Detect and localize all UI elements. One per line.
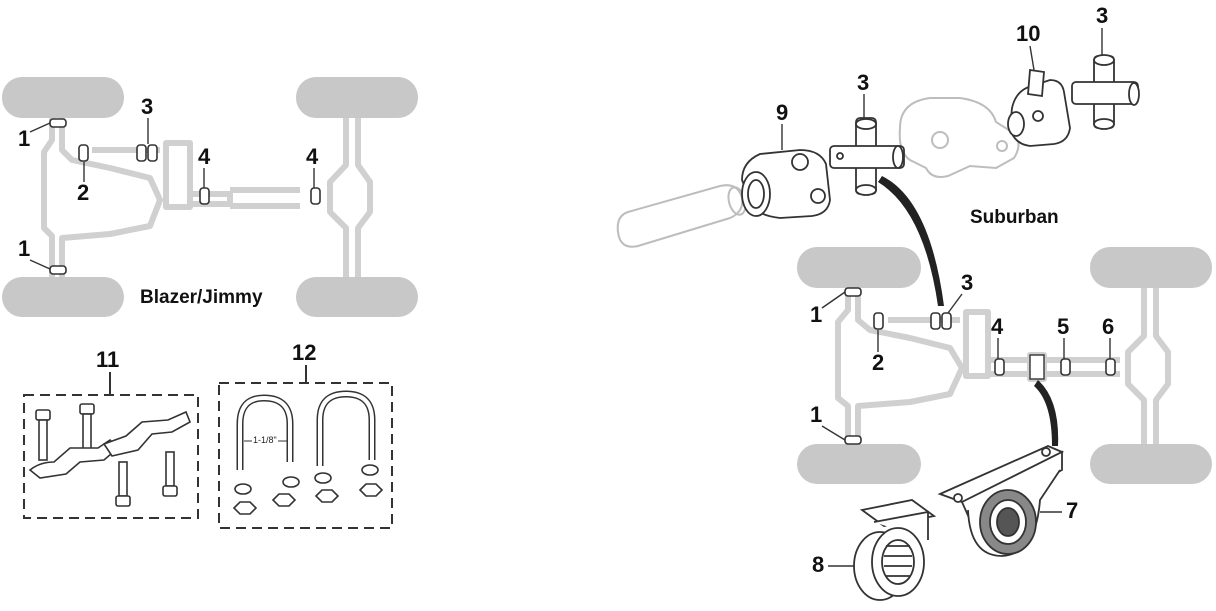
ujoint-marker [930, 312, 941, 330]
ujoint-marker [49, 265, 67, 275]
ujoint-marker [873, 312, 884, 330]
callout-k12: 12 [292, 340, 317, 365]
ubolt-dimension-label: 1-1/8" [252, 435, 278, 445]
callout-s5: 5 [1057, 314, 1070, 339]
callout-b2: 2 [77, 180, 90, 205]
callout-s2: 2 [872, 350, 885, 375]
ghost-yoke [898, 97, 1020, 178]
kit-12-nuts-washers [232, 464, 384, 515]
flange-yoke-part [1007, 68, 1071, 147]
ujoint-marker [78, 144, 89, 162]
callout-b1-top: 1 [18, 126, 31, 151]
blazer-tire-front-top [2, 77, 124, 118]
suburban-tire-rear-top [1090, 247, 1212, 288]
blazer-tire-rear-bottom [296, 277, 418, 317]
callout-s1-bottom: 1 [810, 402, 823, 427]
bearing-cushion-part [853, 499, 937, 601]
kit-11-hardware [28, 403, 192, 507]
ujoint-marker [1105, 358, 1116, 376]
callout-s6: 6 [1102, 314, 1115, 339]
callout-s3-top: 3 [1096, 3, 1109, 28]
blazer-chassis [2, 77, 418, 317]
suburban-tire-front-bottom [797, 444, 921, 484]
ujoint-marker [199, 187, 210, 205]
callout-s4: 4 [991, 314, 1004, 339]
callout-s8: 8 [812, 552, 825, 577]
callout-s3-upper: 3 [857, 70, 870, 95]
blazer-ujoints [49, 118, 321, 275]
ujoint-marker [49, 118, 67, 128]
callout-s9: 9 [776, 100, 789, 125]
ujoint-marker [310, 187, 321, 205]
callout-s3: 3 [961, 270, 974, 295]
callout-b4-rear: 4 [306, 144, 319, 169]
callout-k11: 11 [96, 347, 120, 372]
ujoint-marker [136, 144, 147, 162]
ujoint-marker [844, 287, 862, 297]
ujoint-part-top [1071, 54, 1140, 130]
detail-pointer-lower [1034, 380, 1059, 446]
suburban-chassis [797, 247, 1212, 484]
ujoint-marker [147, 144, 158, 162]
ujoint-marker [941, 312, 952, 330]
ghost-driveshaft-tube [616, 184, 747, 248]
ujoint-marker [994, 358, 1005, 376]
suburban-tire-front-top [797, 247, 921, 288]
slip-yoke-part [741, 149, 831, 219]
center-bearing-marker [1029, 354, 1045, 380]
blazer-tire-rear-top [296, 77, 418, 118]
ujoint-part-center [829, 117, 905, 196]
callout-b4-front: 4 [198, 144, 211, 169]
kit-12-hardware [236, 390, 376, 470]
ujoint-marker [844, 435, 862, 445]
detail-pointer-upper [878, 176, 944, 306]
blazer-jimmy-title: Blazer/Jimmy [140, 287, 263, 308]
callout-s1-top: 1 [810, 302, 823, 327]
blazer-tire-front-bottom [2, 277, 124, 317]
callout-s7: 7 [1066, 498, 1079, 523]
suburban-tire-rear-bottom [1090, 444, 1212, 484]
suburban-title: Suburban [970, 207, 1059, 228]
callout-b1-bottom: 1 [18, 236, 31, 261]
callout-s10: 10 [1016, 21, 1041, 46]
callout-b3: 3 [141, 94, 154, 119]
ujoint-marker [1060, 358, 1071, 376]
center-bearing-part [937, 445, 1065, 557]
